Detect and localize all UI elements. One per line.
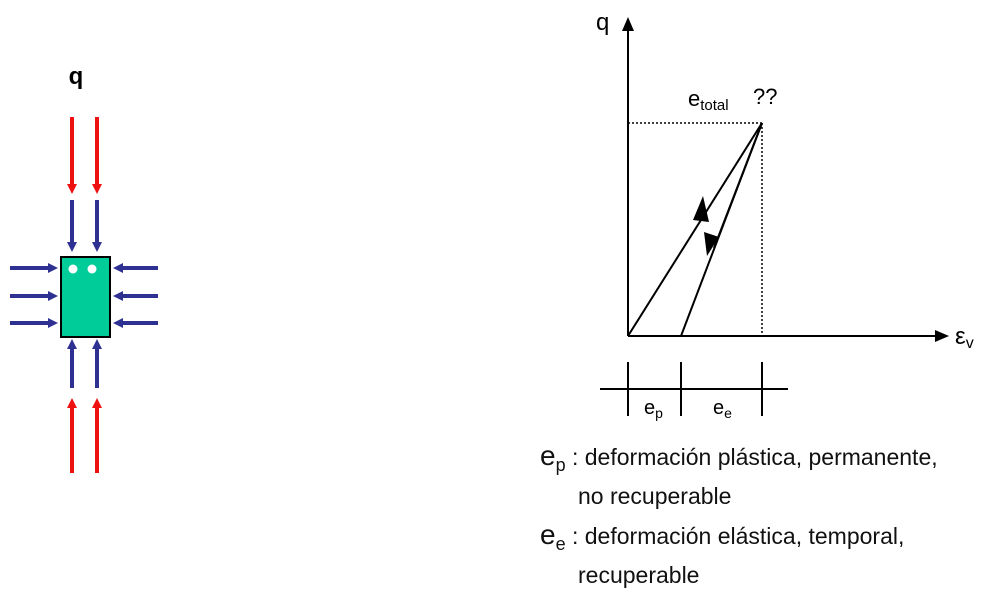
unloading-path-inner (713, 122, 763, 249)
peak-label: etotal (688, 86, 729, 114)
loading-direction-arrow (693, 196, 709, 222)
legend-plastic-continuation: no recuperable (578, 483, 732, 509)
pore-water-dot-right (87, 264, 97, 274)
soil-element-diagram: q (10, 63, 158, 473)
stress-strain-graph: q εv etotal ?? ep ee (596, 9, 974, 421)
legend-elastic-subscript: e (555, 534, 566, 554)
load-label: q (69, 63, 84, 90)
unloading-direction-arrow (704, 232, 719, 256)
loading-path (627, 122, 763, 337)
bracket-label-elastic: ee (713, 397, 732, 421)
bracket-label-plastic: ep (644, 397, 663, 421)
peak-question-mark: ?? (753, 84, 777, 109)
y-axis-label: q (596, 9, 609, 36)
legend-plastic-symbol: e (540, 440, 556, 471)
legend-elastic: ee : deformación elástica, temporal, (540, 520, 904, 559)
legend-plastic-subscript: p (555, 455, 566, 475)
soil-element (60, 256, 111, 338)
legend-plastic-text: : deformación plástica, permanente, (571, 444, 938, 470)
legend-elastic-continuation: recuperable (578, 562, 700, 588)
legend-plastic: ep : deformación plástica, permanente, (540, 441, 938, 480)
pore-water-dot-left (68, 264, 78, 274)
legend-elastic-symbol: e (540, 519, 556, 550)
x-axis-label: εv (955, 323, 974, 352)
legend-elastic-text: : deformación elástica, temporal, (571, 523, 905, 549)
